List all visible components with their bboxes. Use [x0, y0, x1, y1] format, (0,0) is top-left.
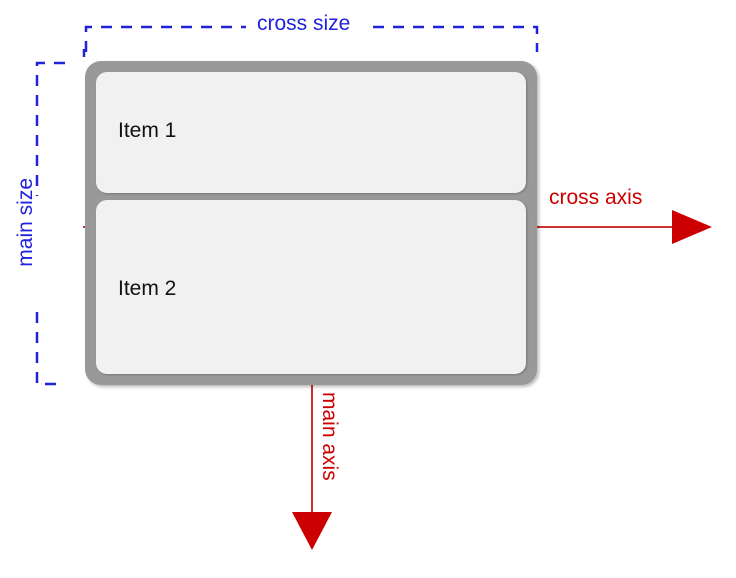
- cross-size-label: cross size: [257, 12, 351, 35]
- cross-size-bracket: [84, 25, 539, 52]
- flex-item-1: Item 1: [96, 72, 526, 193]
- flex-item-1-label: Item 1: [118, 119, 177, 142]
- cross-axis-label: cross axis: [549, 186, 643, 209]
- main-size-label: main size: [14, 178, 37, 267]
- flex-item-2-label: Item 2: [118, 277, 177, 300]
- main-axis-label: main axis: [318, 392, 341, 481]
- main-size-bracket: [35, 49, 86, 386]
- flex-container: Item 1 Item 2: [85, 61, 537, 385]
- flex-item-2: Item 2: [96, 200, 526, 374]
